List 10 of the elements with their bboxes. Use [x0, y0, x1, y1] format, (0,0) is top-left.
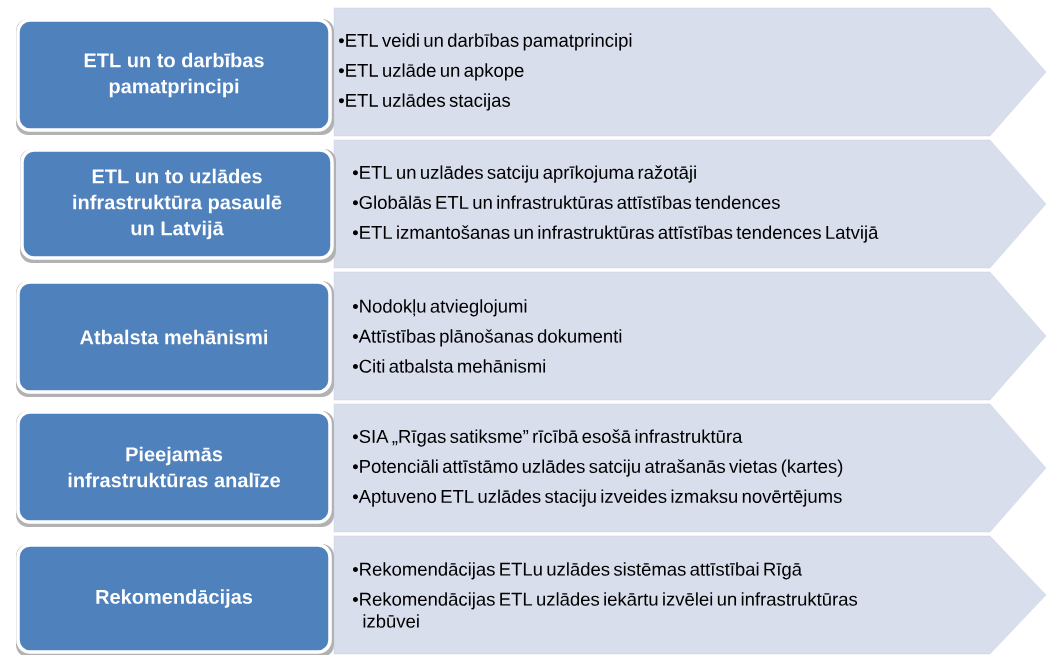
chevron-band: •Nodokļu atvieglojumi •Attīstības plānošanas dokumenti •Citi atbalsta mehānismi — [333, 271, 1046, 401]
chevron-band: •SIA „Rīgas satiksme” rīcībā esošā infrastruktūra •Potenciāli attīstāmo uzlādes satciju atrašanās vietas (kartes) •Aptuveno ETL uzlādes staciju izveides izmaksu novērtējums — [333, 403, 1046, 533]
title-box: Rekomendācijas — [16, 543, 334, 655]
chevron-band: •ETL veidi un darbības pamatprincipi •ETL uzlāde un apkope •ETL uzlādes stacijas — [333, 7, 1046, 137]
chevron-band: •Rekomendācijas ETLu uzlādes sistēmas attīstībai Rīgā •Rekomendācijas ETL uzlādes iekārtu izvēlei un infrastruktūras izbūvei — [333, 535, 1046, 655]
title-box: Atbalsta mehānismi — [16, 280, 334, 397]
chevron-band: •ETL un uzlādes satciju aprīkojuma ražotāji •Globālās ETL un infrastruktūras attīstības tendences •ETL izmantošanas un infrastruktūras attīstības tendences Latvijā — [333, 139, 1046, 269]
title-box: ETL un to uzlādes infrastruktūra pasaulē un Latvijā — [20, 148, 336, 263]
title-box: ETL un to darbības pamatprincipi — [16, 18, 334, 135]
title-box: Pieejamās infrastruktūras analīze — [16, 410, 334, 527]
